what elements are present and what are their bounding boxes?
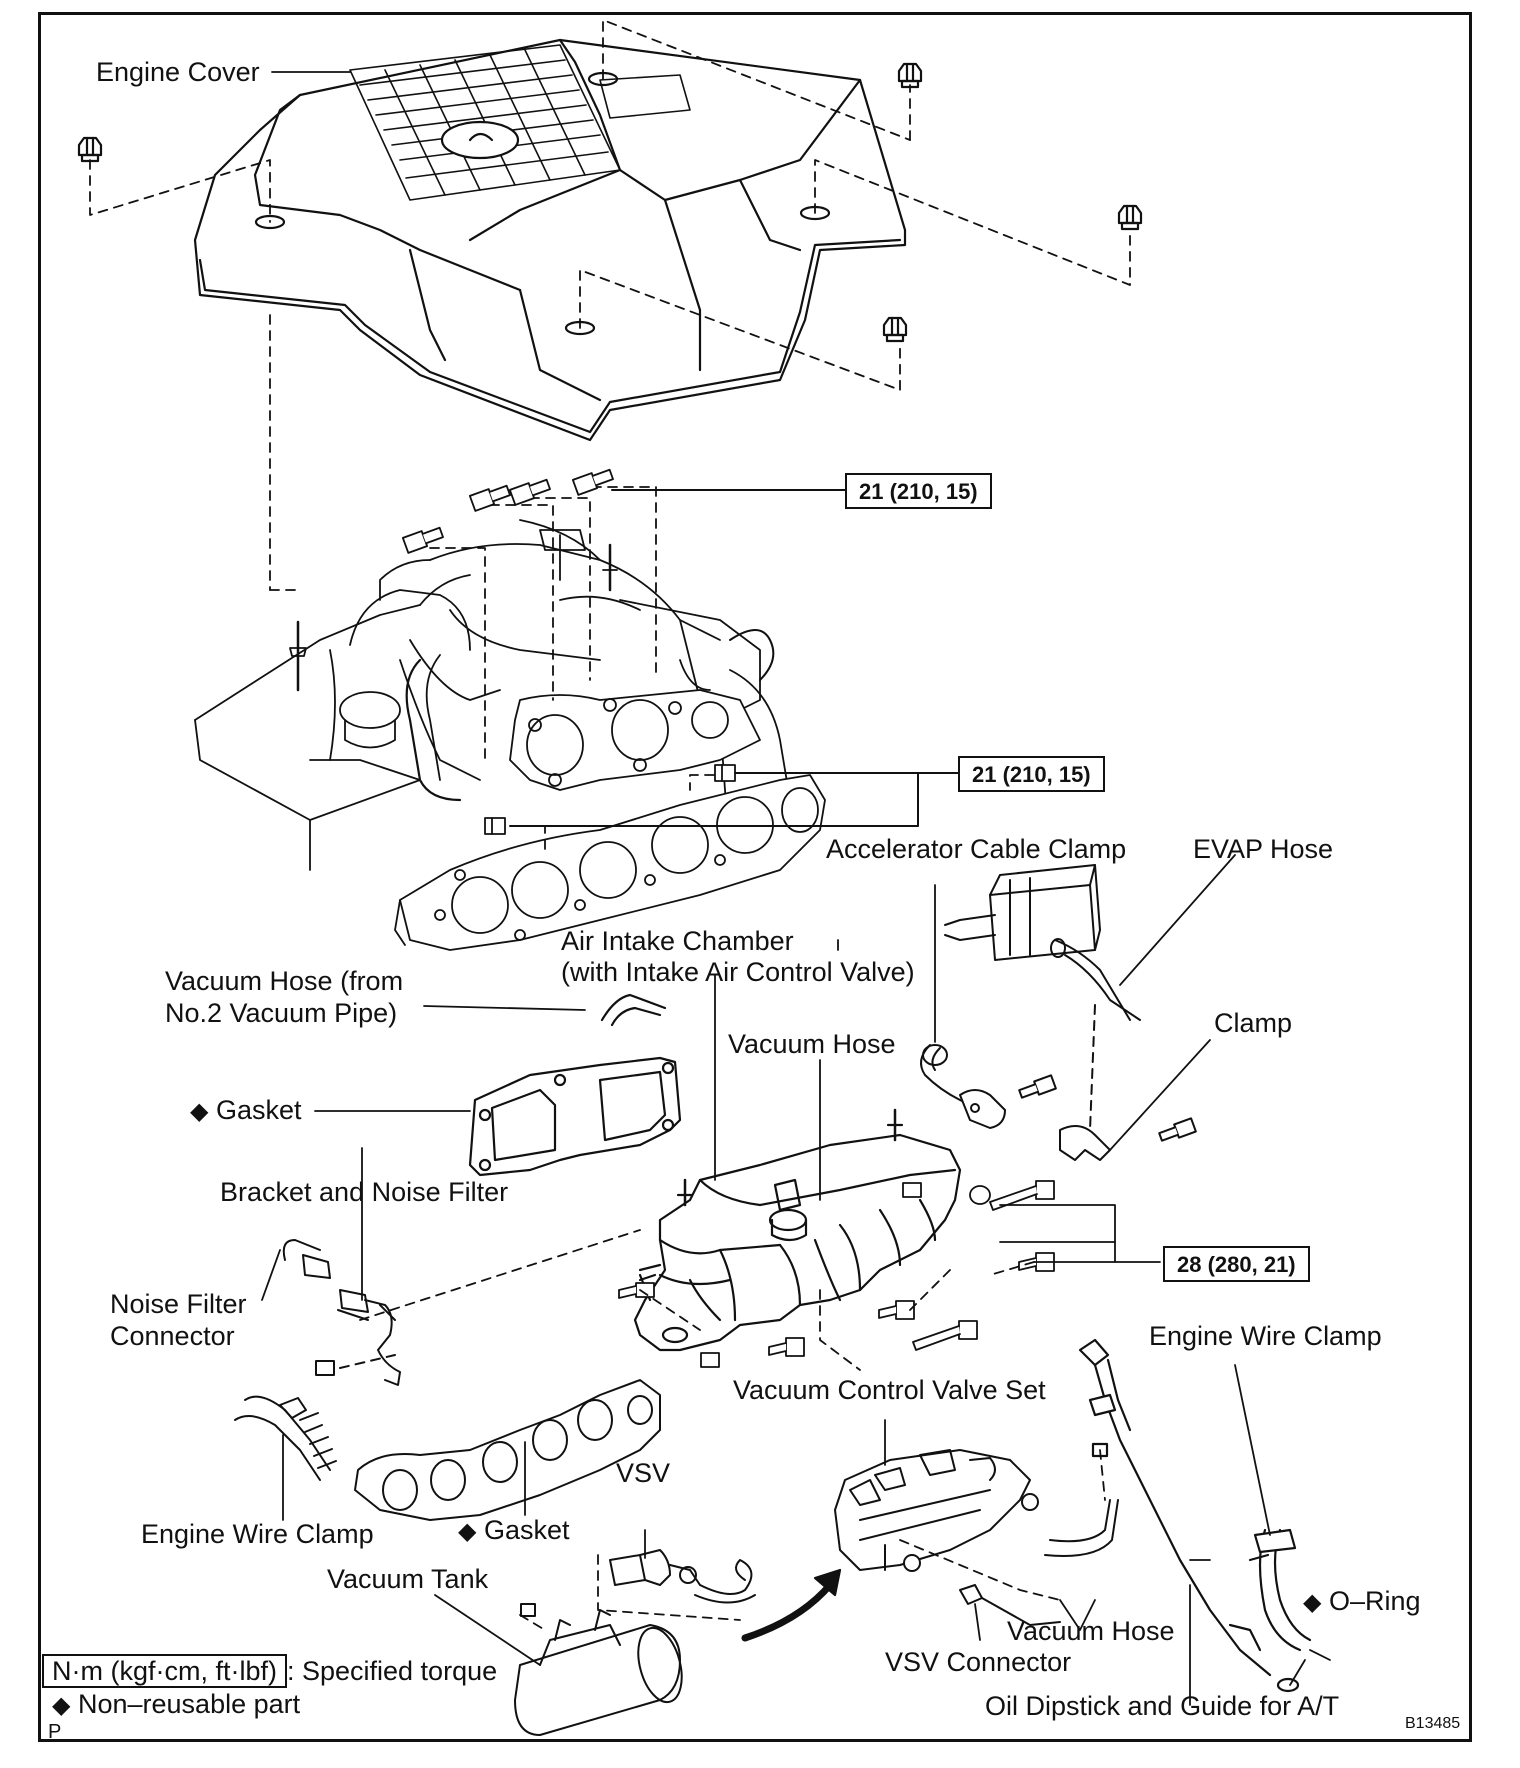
evap-assembly-drawing xyxy=(920,854,1236,1161)
label-vacuum-hose-from: Vacuum Hose (from xyxy=(165,966,404,996)
figure-id: B13485 xyxy=(1405,1715,1461,1732)
diagram-frame xyxy=(38,12,1472,1742)
lower-gasket-drawing xyxy=(354,1379,661,1521)
label-connector: Connector xyxy=(110,1321,235,1351)
chamber-bolts xyxy=(359,1180,1161,1371)
torque-unit-box: N·m (kgf·cm, ft·lbf) xyxy=(42,1654,287,1688)
label-engine-wire-clamp-right: Engine Wire Clamp xyxy=(1149,1321,1382,1351)
engine-block-drawing xyxy=(194,519,801,871)
intake-manifold-gasket-drawing xyxy=(394,774,826,951)
label-clamp: Clamp xyxy=(1214,1008,1293,1038)
label-gasket-bottom: ◆ Gasket xyxy=(458,1515,570,1545)
noise-filter-drawing xyxy=(261,1147,401,1386)
label-air-intake-chamber-sub: (with Intake Air Control Valve) xyxy=(561,957,915,987)
label-air-intake-chamber: Air Intake Chamber xyxy=(561,926,794,956)
engine-cover-drawing xyxy=(89,19,1131,591)
cover-nut-icons xyxy=(77,62,1143,343)
label-vacuum-hose-pipe: No.2 Vacuum Pipe) xyxy=(165,998,398,1028)
torque-badge-1: 21 (210, 15) xyxy=(845,473,992,509)
label-engine-wire-clamp-left: Engine Wire Clamp xyxy=(141,1519,374,1549)
label-vsv-connector: VSV Connector xyxy=(885,1647,1072,1677)
corrugated-tube-drawing xyxy=(234,1395,337,1521)
oil-dipstick-drawing xyxy=(1078,1338,1331,1706)
label-engine-cover: Engine Cover xyxy=(96,57,260,87)
torque-badge-3: 28 (280, 21) xyxy=(1163,1246,1310,1282)
label-vacuum-tank: Vacuum Tank xyxy=(327,1564,489,1594)
manifold-bolts xyxy=(401,468,961,856)
legend-torque: N·m (kgf·cm, ft·lbf): Specified torque xyxy=(42,1654,497,1688)
chamber-gasket-drawing xyxy=(314,1056,682,1177)
label-evap-hose: EVAP Hose xyxy=(1193,834,1334,864)
direction-arrow xyxy=(741,1568,842,1642)
label-vsv: VSV xyxy=(616,1458,671,1488)
vacuum-hose-small-drawing xyxy=(423,993,667,1027)
legend-non-reusable: ◆ Non–reusable part xyxy=(52,1689,301,1719)
label-bracket-noise-filter: Bracket and Noise Filter xyxy=(220,1177,509,1207)
air-intake-chamber-drawing xyxy=(633,939,962,1352)
label-noise-filter: Noise Filter xyxy=(110,1289,247,1319)
label-accelerator-cable-clamp: Accelerator Cable Clamp xyxy=(826,834,1127,864)
label-vacuum-hose-bottom: Vacuum Hose xyxy=(1007,1616,1175,1646)
non-reusable-icon: ◆ xyxy=(458,1518,477,1545)
non-reusable-icon: ◆ xyxy=(52,1692,71,1719)
torque-badge-2: 21 (210, 15) xyxy=(958,756,1105,792)
label-vacuum-hose-top: Vacuum Hose xyxy=(728,1029,896,1059)
label-oil-dipstick: Oil Dipstick and Guide for A/T xyxy=(985,1691,1340,1721)
non-reusable-icon: ◆ xyxy=(190,1098,209,1125)
vsv-drawing xyxy=(434,1529,756,1736)
label-vacuum-control-valve-set: Vacuum Control Valve Set xyxy=(733,1375,1046,1405)
vacuum-control-valve-set-drawing xyxy=(834,1419,1119,1641)
label-o-ring: ◆ O–Ring xyxy=(1303,1586,1421,1616)
non-reusable-icon: ◆ xyxy=(1303,1589,1322,1616)
corner-mark: P xyxy=(48,1721,62,1743)
label-gasket-top: ◆ Gasket xyxy=(190,1095,302,1125)
label-leader-lines xyxy=(271,71,1211,1561)
